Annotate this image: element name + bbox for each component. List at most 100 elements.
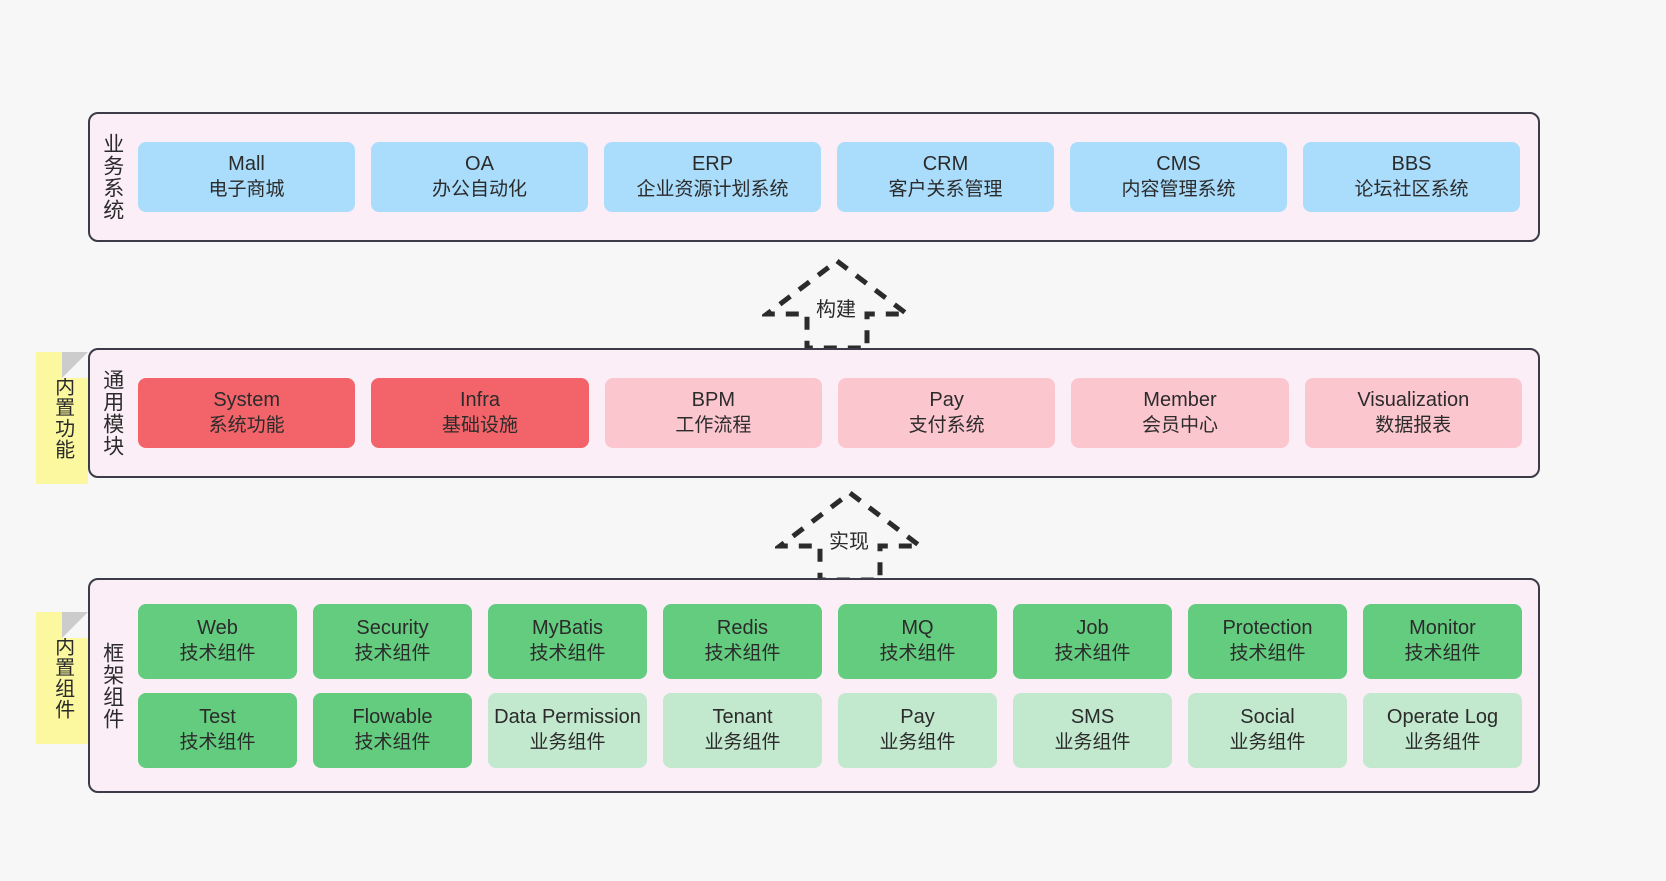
arrow-realize: 实现: [775, 488, 925, 583]
layer-label-framework: 框架组件: [100, 641, 124, 730]
card-title-en: Web: [197, 617, 238, 640]
card-title-en: Pay: [929, 389, 964, 412]
card-title-en: Protection: [1222, 617, 1313, 640]
card-title-en: System: [213, 389, 280, 412]
card-title-cn: 数据报表: [1375, 414, 1452, 436]
layer-business-systems: 业务系统 Mall 电子商城 OA 办公自动化 ERP 企业资源计划系统 CRM…: [88, 112, 1540, 242]
card-title-cn: 系统功能: [208, 414, 285, 436]
card-title-en: Member: [1143, 389, 1217, 412]
card-title-cn: 业务组件: [1229, 731, 1306, 753]
card-mq[interactable]: MQ 技术组件: [838, 603, 997, 679]
card-title-cn: 技术组件: [354, 731, 431, 753]
card-title-en: BBS: [1391, 153, 1432, 176]
card-oa[interactable]: OA 办公自动化: [371, 142, 588, 212]
card-row: Web 技术组件 Security 技术组件 MyBatis 技术组件 Redi…: [138, 603, 1522, 679]
up-arrow-icon: [775, 489, 925, 583]
card-title-en: MQ: [901, 617, 934, 640]
card-title-en: CMS: [1156, 153, 1201, 176]
layer-body-framework: Web 技术组件 Security 技术组件 MyBatis 技术组件 Redi…: [134, 580, 1538, 791]
card-title-en: Pay: [900, 706, 935, 729]
arrow-label-realize: 实现: [827, 525, 871, 554]
card-system[interactable]: System 系统功能: [138, 378, 356, 448]
card-visualization[interactable]: Visualization 数据报表: [1304, 378, 1522, 448]
card-title-cn: 技术组件: [1404, 642, 1481, 664]
layer-framework-components: 框架组件 Web 技术组件 Security 技术组件 MyBatis 技术组件…: [88, 578, 1540, 793]
card-title-en: BPM: [691, 389, 735, 412]
card-title-en: Tenant: [712, 706, 773, 729]
card-crm[interactable]: CRM 客户关系管理: [837, 142, 1054, 212]
card-title-cn: 工作流程: [675, 414, 752, 436]
card-title-en: Operate Log: [1386, 706, 1499, 729]
card-title-cn: 办公自动化: [431, 178, 527, 200]
card-redis[interactable]: Redis 技术组件: [663, 603, 822, 679]
layer-common-modules: 通用模块 System 系统功能 Infra 基础设施 BPM 工作流程 Pay…: [88, 348, 1540, 478]
card-title-cn: 业务组件: [529, 731, 606, 753]
card-title-cn: 技术组件: [704, 642, 781, 664]
card-tenant[interactable]: Tenant 业务组件: [663, 692, 822, 768]
card-cms[interactable]: CMS 内容管理系统: [1070, 142, 1287, 212]
arrow-build: 构建: [762, 256, 912, 351]
card-title-en: Infra: [459, 389, 500, 412]
card-row: Mall 电子商城 OA 办公自动化 ERP 企业资源计划系统 CRM 客户关系…: [138, 142, 1520, 212]
card-title-cn: 业务组件: [704, 731, 781, 753]
card-title-cn: 内容管理系统: [1121, 178, 1236, 200]
card-title-cn: 会员中心: [1141, 414, 1218, 436]
card-title-cn: 技术组件: [354, 642, 431, 664]
card-title-en: MyBatis: [531, 617, 604, 640]
card-job[interactable]: Job 技术组件: [1013, 603, 1172, 679]
card-title-cn: 技术组件: [879, 642, 956, 664]
card-test[interactable]: Test 技术组件: [138, 692, 297, 768]
card-title-cn: 客户关系管理: [888, 178, 1003, 200]
card-social[interactable]: Social 业务组件: [1188, 692, 1347, 768]
card-title-en: Mall: [228, 153, 265, 176]
card-title-en: Job: [1076, 617, 1109, 640]
arrow-label-build: 构建: [814, 293, 858, 322]
card-data-permission[interactable]: Data Permission 业务组件: [488, 692, 647, 768]
card-title-cn: 论坛社区系统: [1354, 178, 1469, 200]
card-title-cn: 技术组件: [1229, 642, 1306, 664]
card-mall[interactable]: Mall 电子商城: [138, 142, 355, 212]
layer-body-common: System 系统功能 Infra 基础设施 BPM 工作流程 Pay 支付系统…: [134, 350, 1538, 476]
card-title-cn: 业务组件: [879, 731, 956, 753]
card-operate-log[interactable]: Operate Log 业务组件: [1363, 692, 1522, 768]
card-title-cn: 支付系统: [908, 414, 985, 436]
card-erp[interactable]: ERP 企业资源计划系统: [604, 142, 821, 212]
card-title-en: OA: [465, 153, 494, 176]
card-title-en: Visualization: [1357, 389, 1470, 412]
card-title-en: ERP: [691, 153, 734, 176]
card-pay[interactable]: Pay 支付系统: [837, 378, 1056, 448]
card-title-en: Redis: [716, 617, 769, 640]
card-title-cn: 技术组件: [179, 731, 256, 753]
card-sms[interactable]: SMS 业务组件: [1013, 692, 1172, 768]
card-security[interactable]: Security 技术组件: [313, 603, 472, 679]
card-member[interactable]: Member 会员中心: [1071, 378, 1289, 448]
sticky-note-builtin-functions: 内置功能: [36, 352, 88, 484]
card-title-cn: 企业资源计划系统: [636, 178, 789, 200]
layer-label-common: 通用模块: [100, 369, 124, 457]
card-row: System 系统功能 Infra 基础设施 BPM 工作流程 Pay 支付系统…: [138, 378, 1522, 448]
card-row: Test 技术组件 Flowable 技术组件 Data Permission …: [138, 692, 1522, 768]
card-title-cn: 电子商城: [208, 178, 285, 200]
card-monitor[interactable]: Monitor 技术组件: [1363, 603, 1522, 679]
card-title-en: Social: [1240, 706, 1295, 729]
sticky-note-label: 内置组件: [51, 636, 74, 720]
card-title-en: SMS: [1070, 706, 1115, 729]
card-title-en: Security: [356, 617, 429, 640]
card-title-cn: 技术组件: [179, 642, 256, 664]
card-title-cn: 业务组件: [1054, 731, 1131, 753]
card-title-en: Flowable: [352, 706, 433, 729]
card-infra[interactable]: Infra 基础设施: [371, 378, 589, 448]
card-pay-biz[interactable]: Pay 业务组件: [838, 692, 997, 768]
card-mybatis[interactable]: MyBatis 技术组件: [488, 603, 647, 679]
card-bbs[interactable]: BBS 论坛社区系统: [1303, 142, 1520, 212]
card-flowable[interactable]: Flowable 技术组件: [313, 692, 472, 768]
layer-body-business: Mall 电子商城 OA 办公自动化 ERP 企业资源计划系统 CRM 客户关系…: [134, 114, 1538, 240]
card-title-en: Data Permission: [494, 706, 641, 729]
card-bpm[interactable]: BPM 工作流程: [604, 378, 822, 448]
card-protection[interactable]: Protection 技术组件: [1188, 603, 1347, 679]
card-title-cn: 技术组件: [1054, 642, 1131, 664]
layer-label-business: 业务系统: [100, 133, 124, 221]
card-web[interactable]: Web 技术组件: [138, 603, 297, 679]
sticky-note-label: 内置功能: [51, 376, 74, 460]
